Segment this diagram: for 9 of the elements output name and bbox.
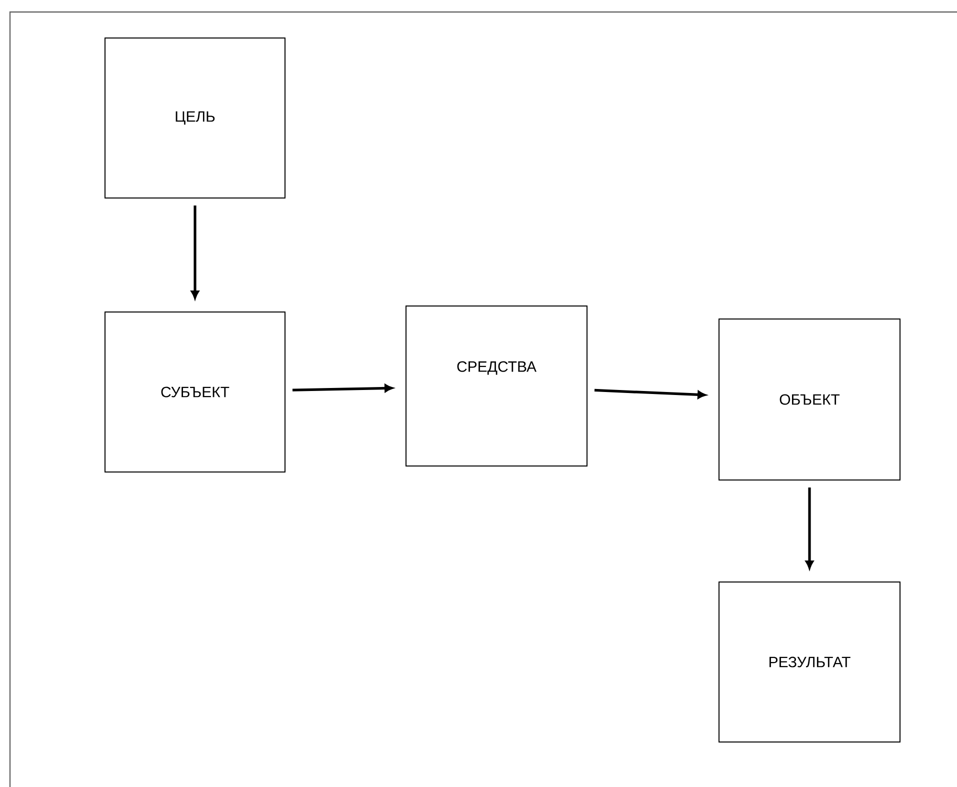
process-box: ЦЕЛЬ	[104, 38, 286, 198]
arrow	[806, 488, 814, 569]
arrow	[594, 388, 706, 399]
process-box: СРЕДСТВА	[406, 306, 588, 466]
process-box: СУБЪЕКТ	[104, 312, 286, 472]
arrow	[292, 384, 393, 392]
arrow	[191, 206, 199, 299]
process-box: ОБЪЕКТ	[718, 318, 901, 480]
process-box: РЕЗУЛЬТАТ	[718, 582, 901, 742]
